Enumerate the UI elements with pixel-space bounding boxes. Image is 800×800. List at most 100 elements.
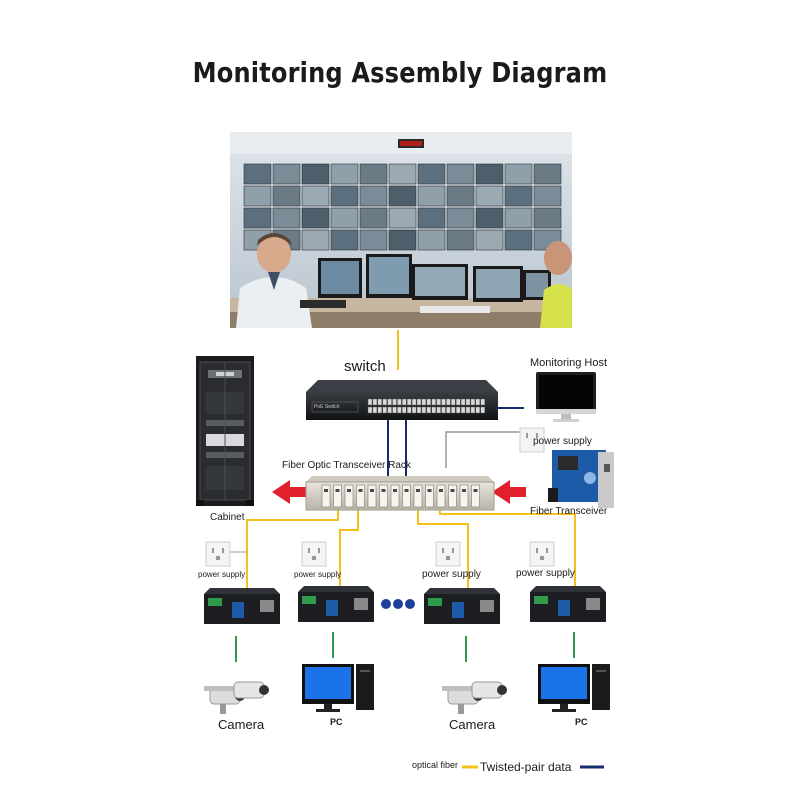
wall-outlet-icon-transceiver <box>519 427 545 453</box>
switch-port <box>480 406 485 414</box>
switch-port <box>465 398 471 406</box>
video-wall-tile <box>475 163 504 185</box>
rack-slot-port <box>450 489 455 492</box>
switch-port <box>421 398 427 406</box>
cctv-camera-icon-1 <box>204 681 269 714</box>
video-wall-tile <box>330 207 359 229</box>
video-wall-tile <box>243 207 272 229</box>
switch-port <box>426 406 431 414</box>
switch-port <box>421 406 427 414</box>
switch-port <box>446 398 451 406</box>
power-supply-label-2: power supply <box>294 570 342 579</box>
video-wall-tile <box>504 163 533 185</box>
video-wall-tile <box>533 207 562 229</box>
video-wall <box>243 163 562 251</box>
switch-port <box>377 398 382 406</box>
switch-port <box>441 406 446 414</box>
rack-slot-port <box>439 489 443 492</box>
switch-port <box>372 398 378 406</box>
video-wall-tile <box>272 207 301 229</box>
switch-port <box>470 398 476 406</box>
video-wall-tile <box>388 185 417 207</box>
video-wall-tile <box>533 185 562 207</box>
rack-slot <box>356 484 365 508</box>
switch-port <box>377 406 382 414</box>
switch-port <box>411 406 417 414</box>
power-supply-label-1: power supply <box>198 570 246 579</box>
power-supply-label-4: power supply <box>516 568 575 579</box>
switch-port <box>446 406 451 414</box>
video-wall-tile <box>417 163 446 185</box>
rack-slots <box>321 484 480 508</box>
switch-port <box>426 398 431 406</box>
server-cabinet-icon <box>196 356 254 506</box>
legend-twisted-pair: Twisted-pair data <box>480 760 572 774</box>
rack-slot <box>425 484 434 508</box>
video-wall-tile <box>301 163 330 185</box>
switch-port <box>402 406 407 414</box>
video-wall-tile <box>330 163 359 185</box>
video-wall-tile <box>243 185 272 207</box>
wall-outlets <box>205 541 555 567</box>
switch-port <box>372 406 378 414</box>
switch-port <box>397 406 402 414</box>
video-wall-tile <box>359 207 388 229</box>
video-wall-tile <box>359 185 388 207</box>
switch-port <box>416 398 422 406</box>
arrow-left-from-transceiver <box>492 480 526 504</box>
rack-slot <box>344 484 354 508</box>
fiber-rack-icon <box>305 476 495 511</box>
rack-slot-port <box>324 489 328 492</box>
rack-slot-port <box>358 489 363 492</box>
switch-port <box>397 398 402 406</box>
rack-slot-port <box>462 489 466 492</box>
switch-port <box>382 406 387 414</box>
camera-label-2: Camera <box>449 717 496 732</box>
video-wall-tile <box>475 207 504 229</box>
video-wall-tile <box>417 229 446 251</box>
video-wall-tile <box>388 163 417 185</box>
cctv-camera-icon-2 <box>442 681 507 714</box>
fiber-transceiver-label: Fiber Transceiver <box>530 506 608 517</box>
connections <box>228 330 576 662</box>
rack-slot <box>448 484 457 508</box>
switch-port <box>460 398 466 406</box>
switch-port <box>367 398 373 406</box>
switch-port <box>456 406 461 414</box>
rack-slot-port <box>335 489 340 492</box>
ellipsis-dots <box>381 599 415 609</box>
rack-slot-port <box>473 489 478 492</box>
video-wall-tile <box>446 207 475 229</box>
monitoring-host-label: Monitoring Host <box>530 357 608 369</box>
rack-slot-port <box>381 489 386 492</box>
video-wall-tile <box>272 163 301 185</box>
video-wall-tile <box>301 229 330 251</box>
rack-slot <box>321 484 331 508</box>
switch-port <box>367 406 373 414</box>
video-wall-tile <box>330 185 359 207</box>
video-wall-tile <box>359 163 388 185</box>
pc-label-2: PC <box>575 717 588 727</box>
video-wall-tile <box>301 185 330 207</box>
video-wall-tile <box>475 229 504 251</box>
rack-slot-port <box>427 489 432 492</box>
switch-label: switch <box>344 358 386 375</box>
video-wall-tile <box>533 163 562 185</box>
media-converter-icon <box>424 588 500 624</box>
switch-port <box>392 406 397 414</box>
computer-icon-pc-1 <box>302 664 374 712</box>
rack-slot-port <box>416 489 420 492</box>
switch-port <box>480 398 485 406</box>
switch-port <box>436 406 441 414</box>
video-wall-tile <box>504 207 533 229</box>
switch-port <box>431 406 436 414</box>
switch-port <box>451 406 456 414</box>
media-converter-icon <box>204 588 280 624</box>
video-wall-tile <box>475 185 504 207</box>
switch-port <box>460 406 466 414</box>
fiber-transceiver-card-icon <box>548 450 614 508</box>
switch-port <box>431 398 436 406</box>
switch-port <box>402 398 407 406</box>
power-supply-label-3: power supply <box>422 569 481 580</box>
rack-slot <box>379 484 388 508</box>
